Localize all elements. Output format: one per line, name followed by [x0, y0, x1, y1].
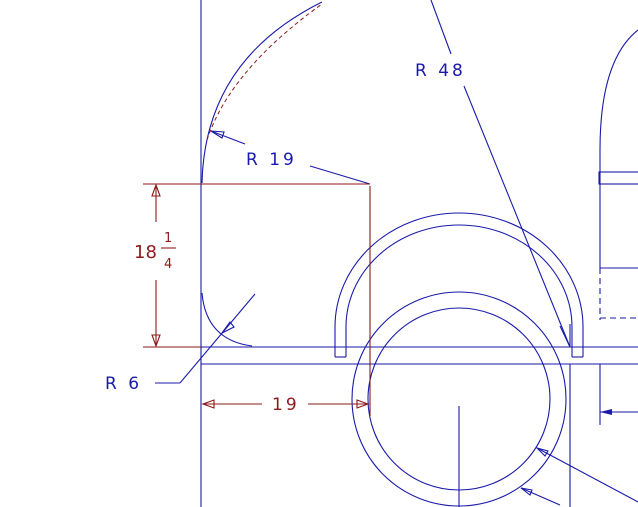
r48-arrowhead — [559, 324, 571, 348]
r48-leader-lower — [463, 85, 571, 348]
cab-trim-strip — [598, 171, 638, 185]
rim-leader-arrowhead — [520, 487, 533, 496]
r19-leader-arrow — [210, 130, 246, 145]
tire-leader-line — [536, 447, 638, 503]
height-value-whole: 18 — [134, 242, 157, 263]
tire-leader-arrowhead — [535, 446, 549, 457]
height-value-denominator: 4 — [164, 257, 172, 272]
cab-outline — [599, 29, 638, 268]
r6-arc — [201, 292, 253, 347]
wheel-arch-inner — [345, 224, 573, 357]
width-arrowhead-left — [201, 399, 215, 409]
sill-lines — [201, 346, 638, 365]
rim-leader-line — [520, 487, 561, 506]
wheel-arch — [334, 212, 584, 358]
wheel — [351, 291, 571, 507]
r19-arc-dashed — [206, 3, 323, 141]
r19-leader-tail — [309, 165, 371, 185]
r48-label: R 48 — [415, 61, 466, 81]
r19-annotation: R 19 — [210, 130, 371, 185]
r19-label: R 19 — [246, 150, 297, 170]
r19-arrowhead — [210, 130, 225, 139]
cab-body — [598, 29, 638, 425]
r6-arrowhead — [221, 321, 235, 334]
height-value-numerator: 1 — [164, 231, 172, 246]
height-arrowhead-bottom — [151, 334, 161, 348]
height-dimension: 18 1 4 — [134, 183, 370, 348]
width-value: 19 — [272, 395, 300, 415]
cab-lower-arrowhead — [600, 409, 612, 415]
wheel-arch-outer — [334, 212, 584, 357]
width-arrowhead-right — [356, 399, 370, 409]
r48-leader-upper — [430, 0, 452, 55]
height-arrowhead-top — [151, 183, 161, 197]
r6-label: R 6 — [105, 374, 142, 394]
lower-right-leaders — [520, 446, 638, 506]
r6-annotation: R 6 — [105, 293, 256, 394]
r19-arc — [201, 1, 323, 184]
r6-leader-diagonal — [179, 293, 256, 384]
width-dimension: 19 — [201, 186, 371, 416]
body-profile — [200, 0, 323, 507]
r48-annotation: R 48 — [415, 0, 571, 348]
